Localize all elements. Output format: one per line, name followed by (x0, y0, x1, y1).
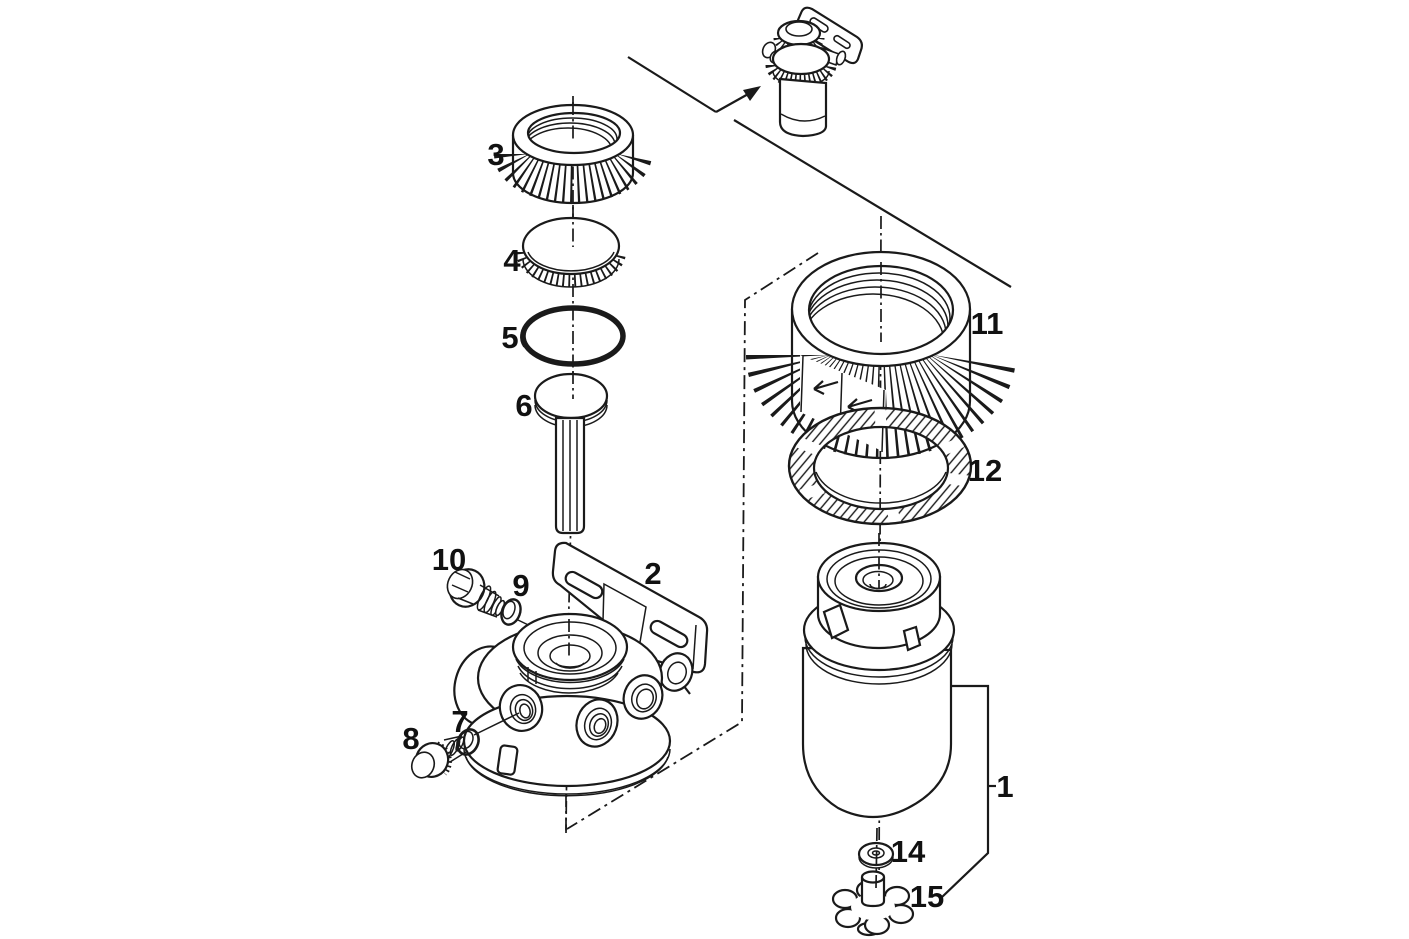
part-12-gasket (787, 406, 973, 526)
knurl-band (494, 151, 652, 203)
plate-slot (833, 34, 851, 50)
assembled-unit-thumbnail (761, 6, 863, 138)
callout-bracket (940, 684, 990, 899)
part-label-3: 3 (487, 137, 504, 172)
part-4-cap (516, 216, 626, 288)
collar (511, 612, 629, 682)
knurl-band (516, 251, 626, 287)
part-10-fitting (446, 568, 506, 618)
part-label-2: 2 (644, 556, 661, 591)
cap-notch (902, 625, 922, 652)
part-label-12: 12 (968, 453, 1002, 488)
part-label-10: 10 (432, 542, 466, 577)
part-5-seal-ring (520, 305, 626, 367)
bracket-slot (649, 619, 689, 649)
part-8-plug (410, 735, 467, 779)
part-label-7: 7 (451, 704, 468, 739)
valve-stem (860, 876, 886, 908)
part-label-5: 5 (501, 320, 518, 355)
part-label-11: 11 (971, 306, 1004, 341)
bowl (778, 77, 828, 138)
part-labels: 3 4 5 6 10 9 2 7 8 11 12 1 14 15 (402, 137, 1013, 914)
bracket-slot (564, 570, 604, 600)
part-label-14: 14 (891, 834, 926, 869)
cartridge-body (801, 646, 953, 818)
part-label-1: 1 (996, 769, 1013, 804)
group-boundary-line (566, 252, 819, 830)
part-label-4: 4 (503, 243, 521, 278)
filter-head (453, 612, 694, 797)
part-label-8: 8 (402, 721, 419, 756)
flange-tab (496, 744, 519, 776)
centerlines-overlay (565, 102, 882, 889)
arrowhead (743, 86, 761, 101)
cap-top (785, 21, 813, 37)
ring-nut (771, 42, 831, 76)
part-label-9: 9 (512, 568, 529, 603)
side-fitting (835, 50, 847, 66)
cap-notch (822, 603, 850, 640)
part-6-rod (533, 372, 609, 535)
part-15-drain-valve (831, 870, 915, 937)
part-label-15: 15 (910, 879, 944, 914)
rotation-arrow (813, 380, 839, 395)
part-1-cartridge (801, 541, 996, 899)
part-label-6: 6 (515, 388, 532, 423)
reference-arrow (627, 56, 1012, 288)
knurl-band (435, 741, 452, 776)
